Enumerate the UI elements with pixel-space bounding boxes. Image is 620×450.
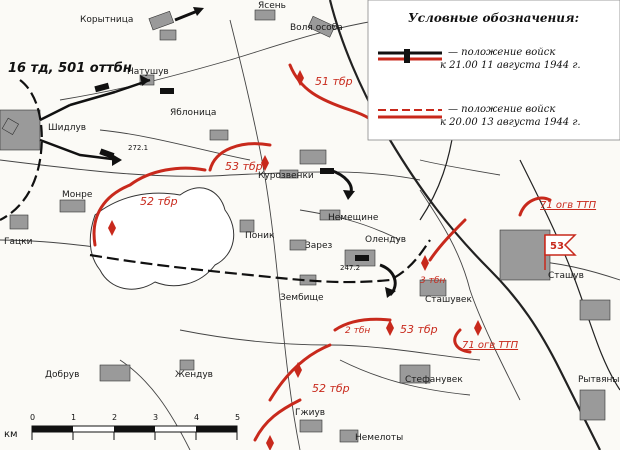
place-volya: Воля особа	[290, 23, 343, 33]
legend-item2-date: к 20.00 13 августа 1944 г.	[440, 117, 581, 128]
flag-label: 53	[550, 241, 564, 252]
german-unit-markers	[94, 82, 369, 261]
place-gacki: Гацки	[4, 237, 33, 247]
svg-text:2: 2	[112, 413, 117, 422]
svg-text:0: 0	[30, 413, 35, 422]
svg-text:3: 3	[153, 413, 158, 422]
place-labels: Корытница Ясень Воля особа Натушув Шидлу…	[4, 1, 619, 443]
place-stashchuvek: Сташувек	[425, 295, 472, 305]
legend-item1-date: к 21.00 11 августа 1944 г.	[440, 60, 581, 71]
unit-53tbr-a-label: 53 тбр	[225, 160, 263, 173]
elevation-2721: 272.1	[128, 144, 148, 152]
place-natuchuv: Натушув	[127, 67, 169, 77]
place-zemblishche: Зембище	[280, 293, 324, 303]
scale-bar: 0 1 2 3 4 5 км	[4, 413, 240, 440]
flag-53: 53	[544, 234, 577, 270]
unit-51tbr-label: 51 тбр	[315, 75, 353, 88]
unit-3tbn-label: 3 тбн	[420, 276, 445, 286]
place-stefanuvek: Стефанувек	[405, 375, 463, 385]
unit-52tbr-a-label: 52 тбр	[140, 195, 178, 208]
unit-52tbr-b-label: 52 тбр	[312, 382, 350, 395]
place-zarez: Зарез	[305, 241, 333, 251]
front-line-aug11	[0, 79, 431, 284]
svg-text:1: 1	[71, 413, 76, 422]
legend-swatch-aug11	[378, 49, 442, 63]
elevation-2472: 247.2	[340, 264, 360, 272]
legend: Условные обозначения: — положение войск …	[367, 0, 620, 141]
place-olenduv: Олендув	[365, 235, 406, 245]
place-nemeloty: Немелоты	[355, 433, 403, 443]
scale-unit: км	[4, 429, 18, 440]
forest-area	[89, 187, 235, 290]
unit-2tbn-label: 2 тбн	[345, 326, 370, 336]
settlements	[0, 9, 611, 443]
place-nemeshchine: Немещине	[328, 213, 379, 223]
unit-53tbr-b-label: 53 тбр	[400, 323, 438, 336]
place-stashuv: Сташув	[548, 271, 584, 281]
place-kurozvenki: Курозвенки	[258, 171, 314, 181]
place-yasen: Ясень	[258, 1, 286, 11]
place-zhendav: Жендув	[175, 370, 213, 380]
place-rytvyany: Рытвяны	[578, 375, 619, 385]
unit-71ttp-b-label: 71 огв ТТП	[462, 340, 519, 351]
place-yablonica: Яблоница	[170, 108, 216, 118]
soviet-unit-markers	[108, 70, 482, 450]
place-gzhivuv: Гжиув	[295, 408, 325, 418]
unit-16td-label: 16 тд, 501 оттбн	[8, 61, 132, 76]
place-monre: Монре	[62, 190, 93, 200]
place-shidluv: Шидлув	[48, 123, 86, 133]
legend-item2: — положение войск	[448, 104, 555, 115]
svg-text:4: 4	[194, 413, 199, 422]
place-ponik: Поник	[245, 231, 275, 241]
svg-text:5: 5	[235, 413, 240, 422]
legend-swatch-aug13	[378, 109, 442, 119]
place-korytnica: Корытница	[80, 15, 133, 25]
legend-item1: — положение войск	[448, 47, 555, 58]
legend-title: Условные обозначения:	[408, 11, 579, 25]
place-dobruv: Добрув	[45, 370, 79, 380]
unit-71ttp-a-label: 71 огв ТТП	[540, 200, 597, 211]
